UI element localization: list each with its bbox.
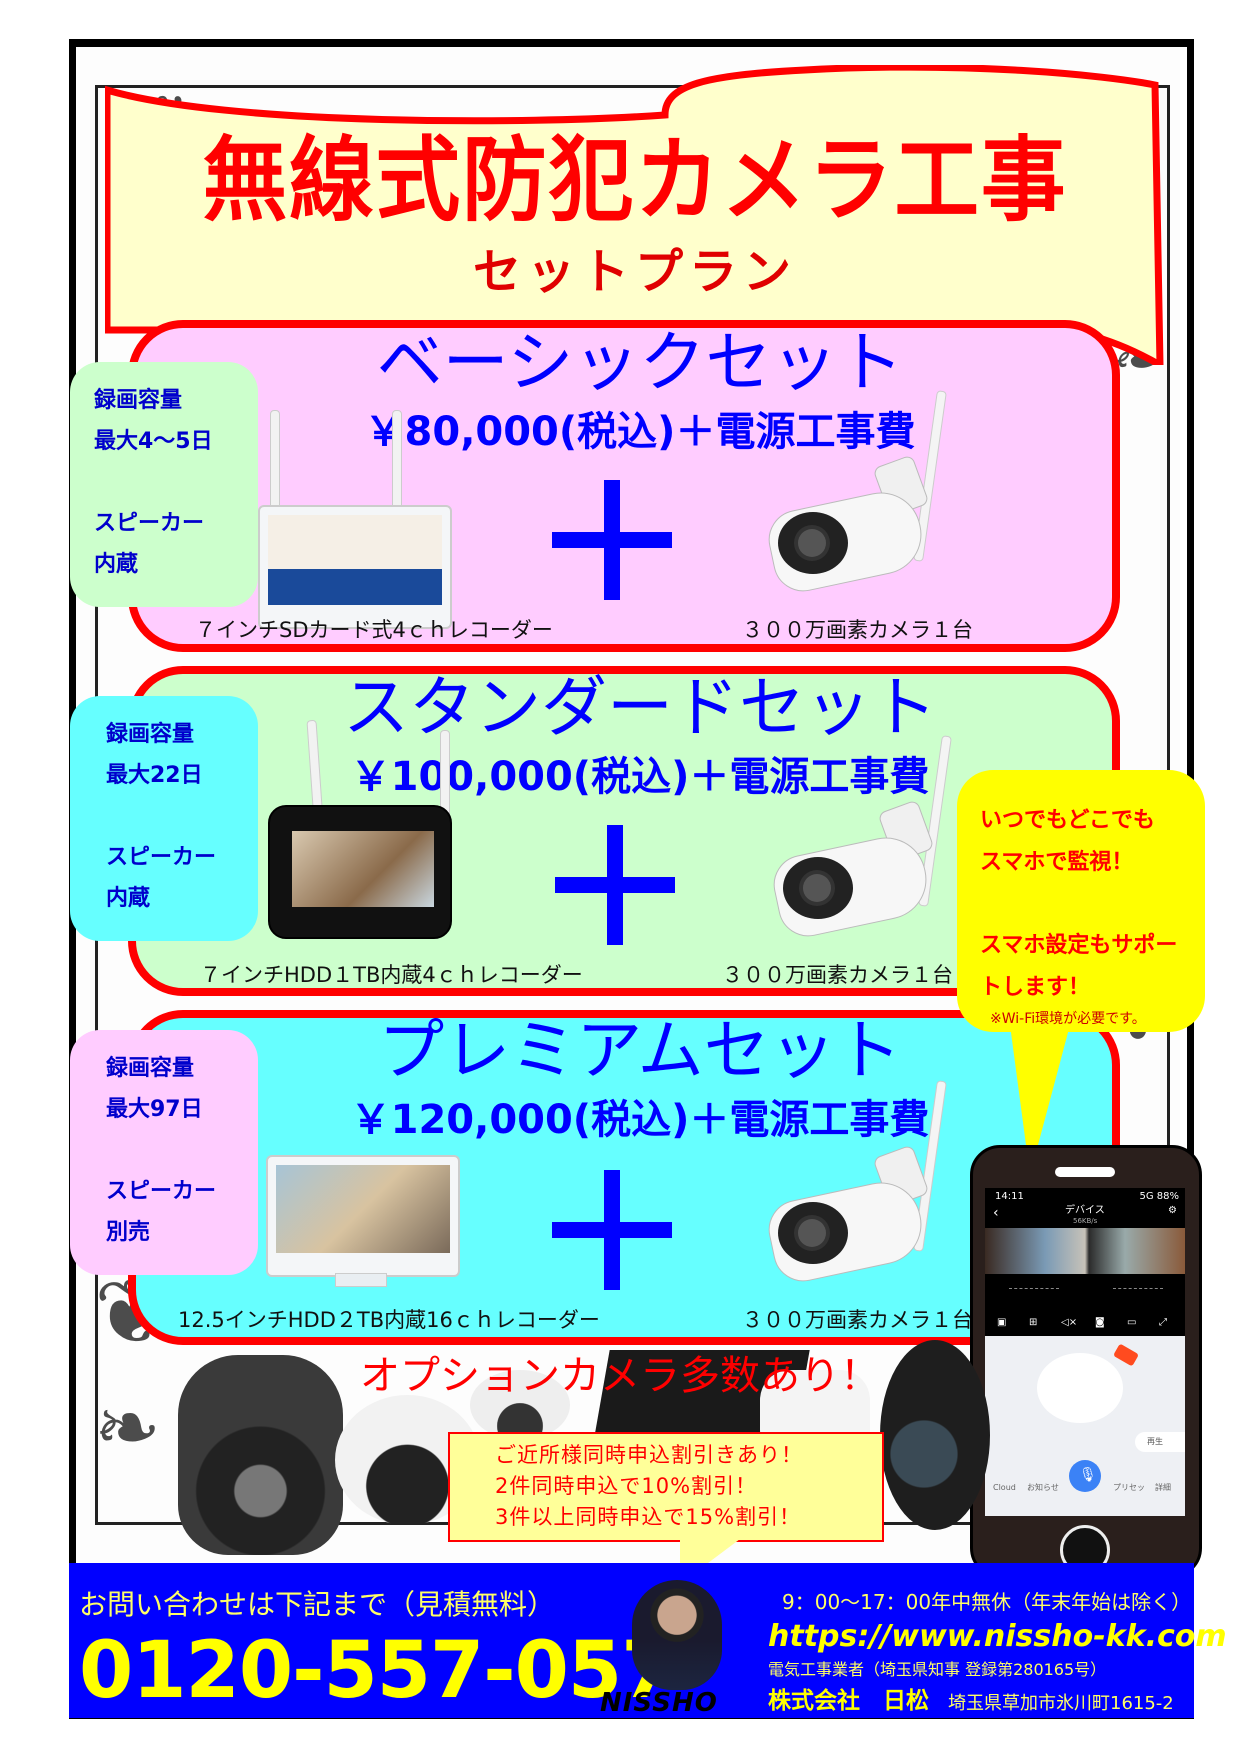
playback-button[interactable] [1135,1432,1185,1452]
recorder-caption: 12.5インチHDD２TB内蔵16ｃｈレコーダー [178,1308,600,1332]
plus-icon [552,1170,672,1290]
speaker-label: スピーカー [106,845,217,870]
title-banner [105,65,1164,365]
contact-footer [69,1563,1194,1718]
speaker-label: スピーカー [106,1179,217,1204]
recorder-image [268,805,452,939]
wifi-note: ※Wi-Fi環境が必要です。 [990,1011,1146,1027]
phone-number[interactable]: 0120-557-057 [79,1626,675,1716]
staff-portrait [632,1580,722,1690]
license-text: 電気工事業者（埼玉県知事 登録第280165号） [768,1660,1107,1679]
business-hours: 9：00～17：00年中無休（年末年始は除く） [782,1590,1192,1614]
recorder-image [258,505,452,629]
set-price: ￥80,000(税込)＋電源工事費 [364,409,916,455]
speaker-value: 内蔵 [94,552,139,577]
live-video-feed [985,1228,1185,1274]
capacity-value: 最大97日 [106,1097,203,1122]
back-icon: ‹ [993,1205,999,1221]
discount-line: 3件以上同時申込で15%割引！ [495,1505,802,1529]
capacity-label: 録画容量 [94,388,183,413]
ptz-joystick[interactable] [1037,1353,1123,1423]
camera-image [763,390,947,597]
microphone-button[interactable] [1069,1460,1101,1492]
flyer-subtitle: セットプラン [472,244,797,300]
nav-presets[interactable]: プリセッ [1113,1483,1145,1492]
callout-line: スマホ設定もサポー [980,933,1178,958]
recorder-caption: ７インチHDD１TB内蔵4ｃｈレコーダー [200,963,583,987]
status-line [1009,1288,1059,1290]
set-info-bubble: 録画容量 最大97日 スピーカー 別売 [70,1030,258,1275]
discount-line: ご近所様同時申込割引きあり！ [495,1443,803,1467]
camera-image [763,1080,947,1287]
discount-line: 2件同時申込で10%割引！ [495,1474,758,1498]
grid-icon[interactable]: ⊞ [1029,1317,1038,1328]
callout-line: スマホで監視！ [980,850,1134,875]
recorder-caption: ７インチSDカード式4ｃｈレコーダー [195,618,553,642]
set-info-bubble: 録画容量 最大4～5日 スピーカー 内蔵 [70,362,258,607]
speaker-value: 内蔵 [106,886,151,911]
dome-camera-image [880,1340,990,1530]
nav-notifications[interactable]: お知らせ [1027,1483,1059,1492]
set-price: ￥120,000(税込)＋電源工事費 [350,1097,930,1143]
nav-details[interactable]: 詳細 [1155,1483,1171,1492]
playback-label: 再生 [1147,1437,1163,1446]
monitor-stand [335,1273,387,1287]
ornament-icon: ❧ [94,1381,162,1474]
company-address: 埼玉県草加市氷川町1615-2 [948,1693,1174,1714]
camera-image [768,735,952,942]
snapshot-icon[interactable]: ◙ [1095,1317,1105,1328]
fullscreen-icon[interactable]: ⤢ [1159,1317,1167,1328]
sd-icon[interactable]: ▣ [997,1317,1007,1328]
capacity-value: 最大22日 [106,763,203,788]
set-name: プレミアムセット [378,1012,902,1089]
camera-caption: ３００万画素カメラ１台 [742,1308,973,1332]
set-info-bubble: 録画容量 最大22日 スピーカー 内蔵 [70,696,258,941]
capacity-label: 録画容量 [106,1056,195,1081]
discount-callout [448,1432,884,1542]
dome-camera-image [470,1370,570,1440]
callout-line: トします！ [980,975,1091,1000]
plus-icon [555,825,675,945]
mute-icon[interactable]: ◁× [1061,1317,1078,1328]
camera-caption: ３００万画素カメラ１台 [722,963,953,987]
options-title: オプションカメラ多数あり！ [360,1353,880,1399]
flyer-title: 無線式防犯カメラ工事 [202,127,1068,234]
capacity-value: 最大4～5日 [94,429,213,454]
camera-caption: ３００万画素カメラ１台 [742,618,973,642]
status-indicators: 5G 88% [1139,1191,1179,1202]
set-name: ベーシックセット [376,324,904,401]
screen-subtitle: 56KB/s [1073,1217,1098,1225]
callout-line: いつでもどこでも [980,808,1155,833]
phone-speaker [1055,1167,1115,1177]
phone-screen: 14:11 5G 88% ‹ デバイス 56KB/s ⚙ ▣ ⊞ ◁× ◙ ▭ … [985,1188,1185,1516]
status-line [1113,1288,1163,1290]
speaker-value: 別売 [106,1220,151,1245]
microphone-icon: 🎙 [1079,1467,1097,1483]
status-time: 14:11 [995,1191,1024,1202]
company-name: 株式会社 日松 [768,1688,929,1714]
ptz-camera-image [178,1355,343,1555]
smartphone-callout [957,770,1205,1032]
settings-gear-icon: ⚙ [1168,1205,1177,1216]
plus-icon [552,480,672,600]
inquiry-text: お問い合わせは下記まで（見積無料） [79,1588,556,1621]
recorder-image [266,1155,460,1277]
website-link[interactable]: https://www.nissho-kk.com [768,1619,1227,1654]
company-logo: NISSHO [600,1688,718,1718]
speaker-label: スピーカー [94,511,205,536]
record-icon[interactable]: ▭ [1127,1317,1137,1328]
capacity-label: 録画容量 [106,722,195,747]
set-name: スタンダードセット [343,669,937,746]
nav-cloud[interactable]: Cloud [993,1483,1016,1492]
screen-title: デバイス [1065,1205,1105,1216]
